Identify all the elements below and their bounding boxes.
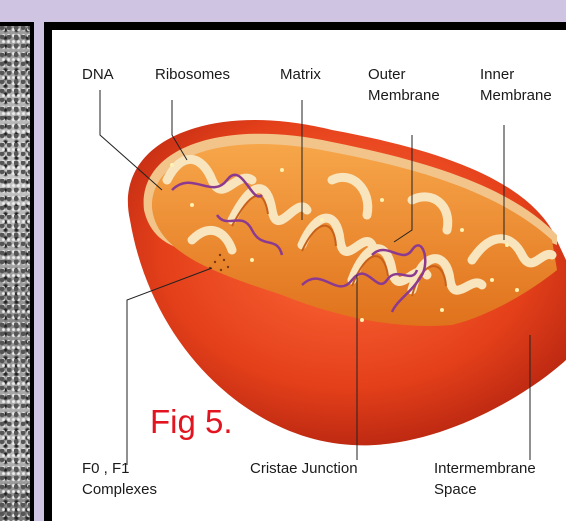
label-outer-membrane: Outer Membrane <box>368 64 440 106</box>
diagram-canvas: DNA Ribosomes Matrix Outer Membrane Inne… <box>52 30 566 521</box>
label-intermembrane-space: Intermembrane Space <box>434 458 536 500</box>
label-matrix: Matrix <box>280 64 321 85</box>
label-dna: DNA <box>82 64 114 85</box>
label-inner-membrane: Inner Membrane <box>480 64 552 106</box>
label-ribosomes: Ribosomes <box>155 64 230 85</box>
label-f0-f1-complexes: F0 , F1 Complexes <box>82 458 157 500</box>
diagram-frame: DNA Ribosomes Matrix Outer Membrane Inne… <box>44 22 566 521</box>
label-cristae-junction: Cristae Junction <box>250 458 358 479</box>
electron-micrograph-strip <box>0 22 34 521</box>
figure-caption: Fig 5. <box>150 403 233 441</box>
